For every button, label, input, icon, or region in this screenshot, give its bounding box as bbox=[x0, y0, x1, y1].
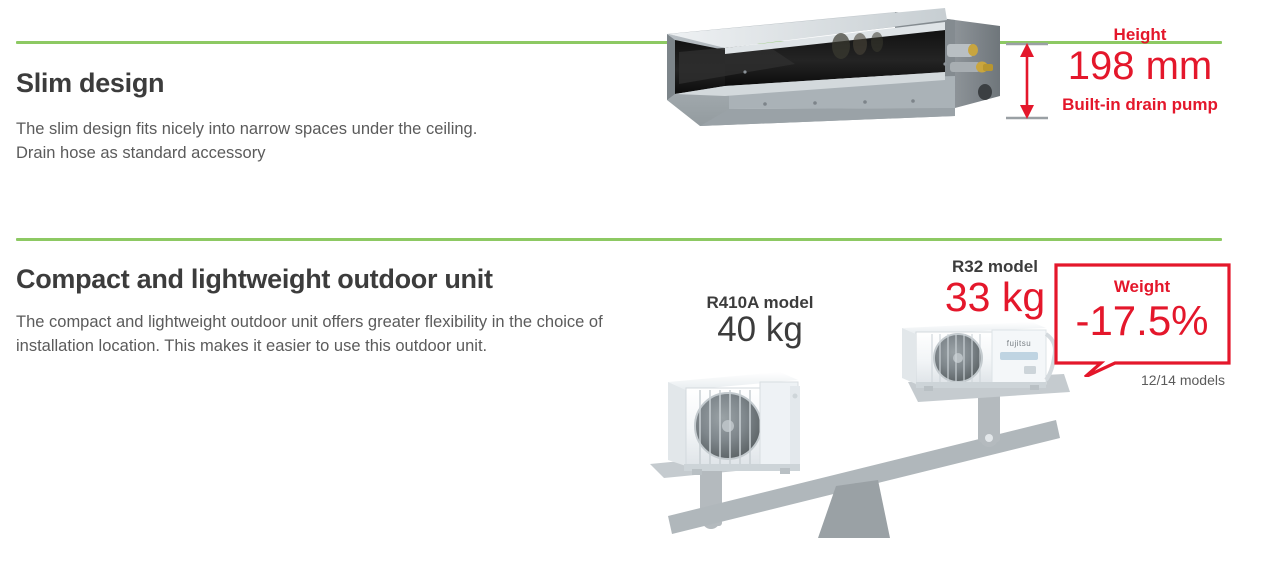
page-title-slim-design: Slim design bbox=[16, 68, 165, 98]
r32-model-label: R32 model bbox=[952, 257, 1038, 276]
body-line: The slim design fits nicely into narrow … bbox=[16, 120, 478, 162]
indoor-unit-image bbox=[645, 4, 1015, 126]
height-callout-label: Height bbox=[1113, 25, 1167, 44]
svg-text:fujitsu: fujitsu bbox=[1007, 339, 1031, 348]
r410a-model-label: R410A model bbox=[706, 293, 814, 312]
r410a-weight-value: 40 kg bbox=[717, 310, 803, 349]
models-note: 12/14 models bbox=[1140, 372, 1225, 388]
height-callout-value: 198 mm bbox=[1067, 44, 1213, 88]
section-divider-slim-design bbox=[16, 41, 1222, 44]
section-divider-compact-outdoor-unit bbox=[16, 238, 1222, 241]
height-callout-note: Built-in drain pump bbox=[1062, 95, 1218, 114]
height-arrow-icon bbox=[1006, 40, 1048, 122]
weight-callout-bubble bbox=[1053, 262, 1233, 379]
section-body-compact-outdoor-unit: The compact and lightweight outdoor unit… bbox=[16, 313, 603, 355]
seesaw-comparison-image: fujitsu bbox=[640, 320, 1070, 545]
page-title-compact-outdoor-unit: Compact and lightweight outdoor unit bbox=[16, 264, 493, 294]
section-body-slim-design: The slim design fits nicely into narrow … bbox=[16, 117, 636, 165]
r32-weight-value: 33 kg bbox=[944, 274, 1046, 320]
